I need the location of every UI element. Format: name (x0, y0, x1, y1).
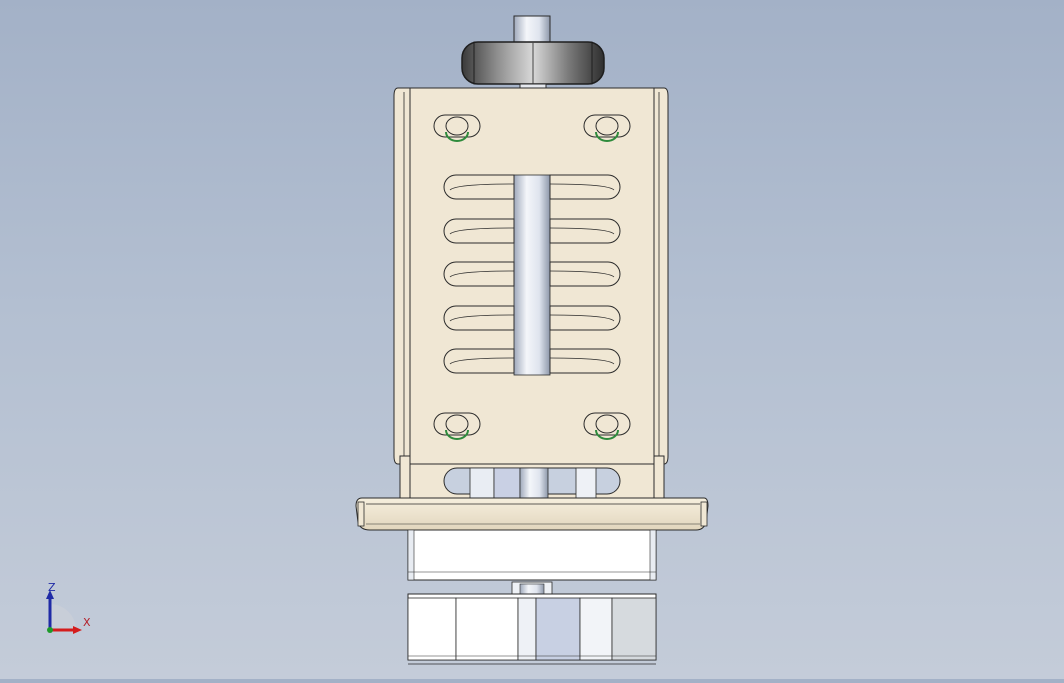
coupling (511, 581, 553, 595)
lower-window (443, 467, 621, 499)
triad-origin (47, 627, 53, 633)
mount-hole-bottom-left (433, 412, 481, 440)
slot-2 (443, 218, 621, 244)
base-plate (355, 497, 709, 531)
motor-housing (407, 529, 657, 581)
left-flange (393, 87, 413, 499)
triad-z-arrow (46, 590, 54, 599)
triad-y-quadrant (50, 604, 76, 630)
pulley-wheel (461, 41, 605, 85)
slot-4 (443, 305, 621, 331)
slot-1 (443, 174, 621, 200)
mount-hole-top-right (583, 114, 631, 142)
slot-5 (443, 348, 621, 374)
triad-x-arrow (73, 626, 82, 634)
mount-hole-top-left (433, 114, 481, 142)
mount-hole-bottom-right (583, 412, 631, 440)
center-shaft (513, 174, 551, 376)
triad-x-label: X (83, 616, 91, 629)
triad-z-label: Z (48, 581, 56, 594)
slot-3 (443, 261, 621, 287)
gear-unit (407, 593, 657, 665)
axis-triad: Z X (40, 578, 100, 638)
